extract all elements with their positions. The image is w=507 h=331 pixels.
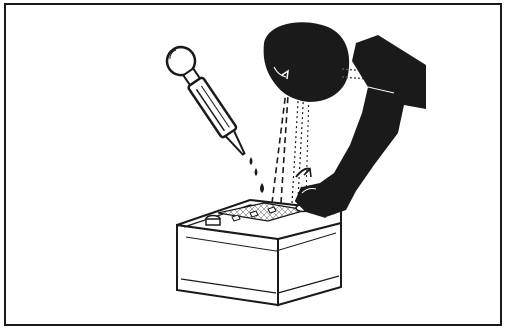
battery-icon bbox=[177, 200, 341, 305]
illustration bbox=[6, 5, 500, 324]
face-icon bbox=[264, 22, 350, 102]
drop-icon bbox=[250, 157, 265, 193]
dropper-icon bbox=[162, 42, 256, 162]
figure-frame bbox=[4, 3, 502, 326]
